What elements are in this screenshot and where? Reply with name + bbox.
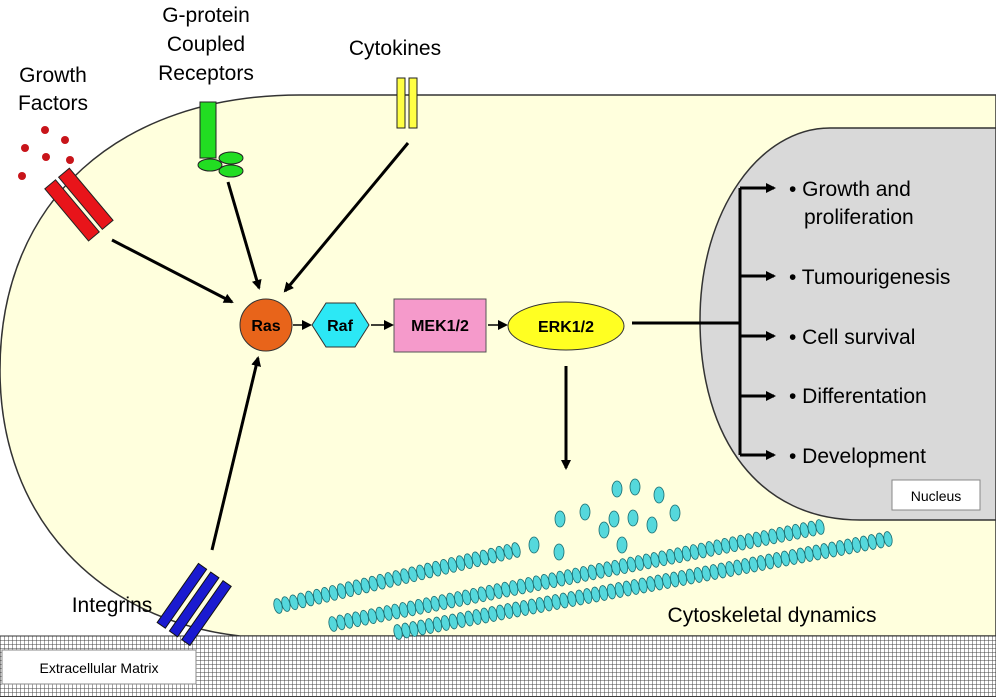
free-subunit: [627, 509, 639, 527]
free-subunit: [553, 543, 565, 561]
free-subunit: [646, 516, 658, 534]
free-subunit: [528, 536, 540, 554]
free-subunit: [616, 536, 628, 554]
outcome-growth-line2: proliferation: [804, 206, 914, 229]
growth-factors-label-line2: Factors: [18, 92, 88, 115]
input-arrows: [111, 142, 410, 551]
raf-label: Raf: [327, 318, 353, 335]
growth-factor-ligands: [18, 126, 74, 180]
outcome-differentation: • Differentation: [789, 385, 927, 408]
outcome-tumourigenesis: • Tumourigenesis: [789, 266, 950, 289]
free-subunits: [528, 478, 681, 561]
growth-factors-label-line1: Growth: [19, 64, 87, 87]
gpcr-label-line1: G-protein: [162, 4, 250, 27]
free-subunit: [579, 503, 591, 521]
gpcr-receptor: [197, 101, 244, 178]
free-subunit: [554, 510, 566, 528]
nucleus-label-box: [891, 479, 981, 511]
mek-node: [393, 298, 487, 353]
nucleus-label: Nucleus: [911, 488, 962, 504]
filament-subunit: [511, 542, 521, 558]
cytokine-receptor: [396, 77, 418, 129]
raf-node: [311, 302, 370, 348]
outcome-list: • Growth and proliferation • Tumourigene…: [789, 178, 950, 468]
ecm-label: Extracellular Matrix: [39, 660, 158, 676]
integrins-label: Integrins: [72, 594, 153, 617]
filament-subunit: [815, 519, 825, 535]
outcome-cell-survival: • Cell survival: [789, 326, 915, 349]
integrin-receptor: [156, 562, 232, 647]
gpcr-label-line3: Receptors: [158, 62, 254, 85]
cytokines-label: Cytokines: [349, 37, 441, 60]
outcome-development: • Development: [789, 445, 926, 468]
outcome-growth-line1: • Growth and: [789, 178, 911, 201]
filament-subunit: [883, 531, 893, 547]
erk-label: ERK1/2: [538, 319, 594, 336]
free-subunit: [611, 480, 623, 498]
free-subunit: [598, 521, 610, 539]
erk-node: [507, 301, 625, 351]
free-subunit: [653, 486, 665, 504]
nucleus: [699, 127, 996, 521]
ras-node: [239, 298, 293, 352]
free-subunit: [669, 504, 681, 522]
free-subunit: [608, 510, 620, 528]
gpcr-label-line2: Coupled: [167, 33, 245, 56]
growth-factor-receptor: [44, 167, 114, 242]
cytoskeletal-filaments: [273, 519, 893, 640]
cytoskeleton-label: Cytoskeletal dynamics: [668, 604, 877, 627]
ecm-label-box: [1, 649, 197, 685]
free-subunit: [629, 478, 641, 496]
ras-label: Ras: [251, 318, 280, 335]
mek-label: MEK1/2: [411, 318, 469, 335]
erk-output-arrows: [561, 183, 776, 470]
